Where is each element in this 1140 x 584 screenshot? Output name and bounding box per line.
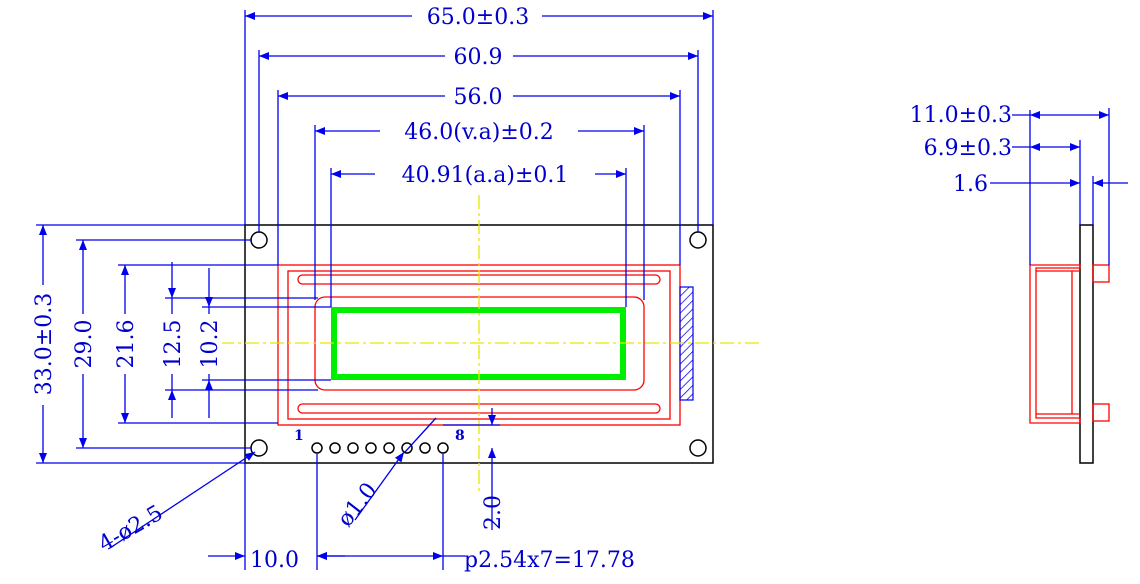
dim-pin-start: 10.0 (250, 548, 299, 573)
dim-width-active: 40.91(a.a)±0.1 (402, 163, 569, 188)
pin-first-label: 1 (294, 428, 304, 444)
dim-thickness-total: 11.0±0.3 (910, 103, 1012, 128)
pin (419, 442, 431, 454)
dim-width-overall: 65.0±0.3 (427, 5, 529, 30)
pin (329, 442, 341, 454)
width-dimensions: 65.0±0.3 60.9 56.0 46.0(v.a)±0.2 40.91(a… (244, 2, 714, 307)
pin (437, 442, 449, 454)
dim-width-view: 46.0(v.a)±0.2 (404, 120, 554, 145)
dim-width-bezel: 56.0 (454, 85, 503, 110)
pin (401, 442, 413, 454)
side-bezel (1029, 264, 1110, 424)
dim-height-bezel: 21.6 (114, 320, 139, 369)
side-pcb (1079, 224, 1094, 464)
dim-height-active: 10.2 (198, 320, 223, 369)
dim-thickness-module: 6.9±0.3 (924, 136, 1012, 161)
dim-thickness-pcb: 1.6 (953, 172, 988, 197)
pin-row (311, 442, 449, 454)
dim-holes: 4-ø2.5 (95, 501, 168, 557)
dim-height-view: 12.5 (161, 320, 186, 369)
dim-width-holes: 60.9 (454, 45, 503, 70)
mounting-hole-top-left (250, 231, 268, 249)
height-dimensions: 33.0±0.3 29.0 21.6 12.5 10.2 (30, 224, 331, 464)
mounting-hole-bottom-right (689, 439, 707, 457)
dim-height-overall: 33.0±0.3 (32, 293, 57, 395)
pin (383, 442, 395, 454)
dim-pin-offset: 2.0 (481, 495, 506, 530)
dim-pin-hole: ø1.0 (333, 478, 382, 531)
pin (365, 442, 377, 454)
dim-height-holes: 29.0 (72, 320, 97, 369)
side-view: 11.0±0.3 6.9±0.3 1.6 (910, 103, 1128, 464)
pin (311, 442, 323, 454)
pin (347, 442, 359, 454)
bottom-dimensions: 4-ø2.5 ø1.0 2.0 10.0 p2.54x7=17.78 (95, 408, 635, 573)
pin-last-label: 8 (455, 428, 465, 444)
dim-pin-pitch: p2.54x7=17.78 (464, 548, 635, 573)
mounting-hole-top-right (689, 231, 707, 249)
front-view: 1 8 (220, 195, 760, 495)
